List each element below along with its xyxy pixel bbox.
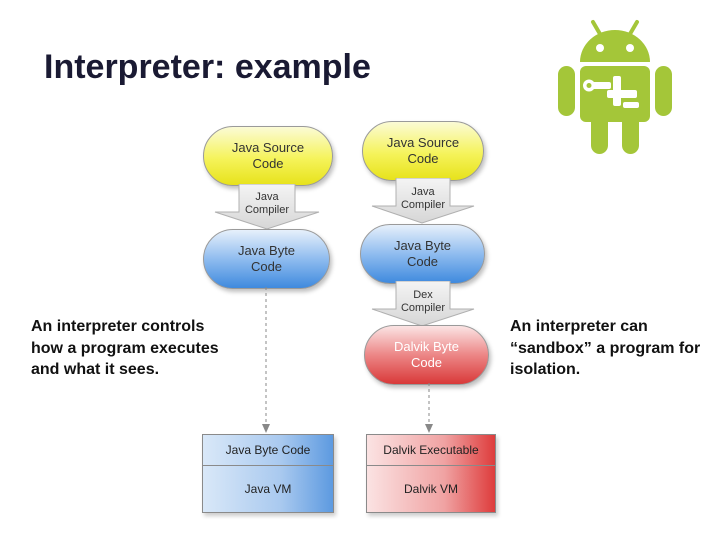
java-dashed-connector (262, 287, 270, 433)
java-bytecode-node: Java Byte Code (203, 229, 330, 289)
java-vm-bottom: Java VM (244, 482, 292, 496)
arrow-label-line: Compiler (400, 199, 445, 211)
dalvik-java-compiler-arrow (371, 178, 475, 224)
node-label: Java Source (386, 135, 460, 150)
arrow-label-line: Java (411, 186, 435, 198)
node-label: Code (407, 151, 439, 166)
node-label: Java Byte (237, 243, 296, 258)
java-vm-box: Java Byte Code Java VM (202, 434, 334, 513)
left-note: An interpreter controls how a program ex… (31, 316, 261, 381)
slide-title: Interpreter: example (44, 48, 371, 86)
dex-compiler-label: Dex Compiler (391, 289, 455, 315)
java-compiler-label: Java Compiler (235, 191, 299, 217)
node-label: Java Source (231, 140, 305, 155)
right-note: An interpreter can “sandbox” a program f… (510, 316, 720, 381)
arrow-label-line: Dex (413, 289, 433, 301)
java-source-node: Java Source Code (203, 126, 333, 186)
java-compiler-arrow (214, 184, 320, 230)
dalvik-java-compiler-label: Java Compiler (391, 186, 455, 212)
arrow-label-line: Java (255, 191, 279, 203)
left-note-line: and what it sees. (31, 361, 160, 378)
dalvik-vm-top: Dalvik Executable (367, 435, 495, 466)
arrow-label-line: Compiler (400, 302, 445, 314)
dalvik-vm-box: Dalvik Executable Dalvik VM (366, 434, 496, 513)
right-note-line: isolation. (510, 361, 581, 378)
node-label: Code (252, 156, 284, 171)
right-note-line: “sandbox” a program for (510, 339, 701, 357)
left-note-line: An interpreter controls (31, 318, 205, 335)
java-vm-top: Java Byte Code (203, 435, 333, 466)
dalvik-vm-bottom: Dalvik VM (403, 482, 458, 496)
left-note-line: how a program executes (31, 339, 219, 357)
node-label: Code (410, 355, 443, 370)
dalvik-java-source-node: Java Source Code (362, 121, 484, 181)
right-note-line: An interpreter can (510, 318, 648, 335)
android-robot-icon (558, 20, 672, 154)
dalvik-bytecode-node: Dalvik Byte Code (364, 325, 489, 385)
dalvik-java-bytecode-node: Java Byte Code (360, 224, 485, 284)
node-label: Code (250, 259, 283, 274)
arrow-label-line: Compiler (244, 204, 289, 216)
node-label: Dalvik Byte (393, 339, 460, 354)
node-label: Java Byte (393, 238, 452, 253)
node-label: Code (406, 254, 439, 269)
dalvik-dashed-connector (425, 383, 433, 433)
dex-compiler-arrow (371, 281, 475, 327)
